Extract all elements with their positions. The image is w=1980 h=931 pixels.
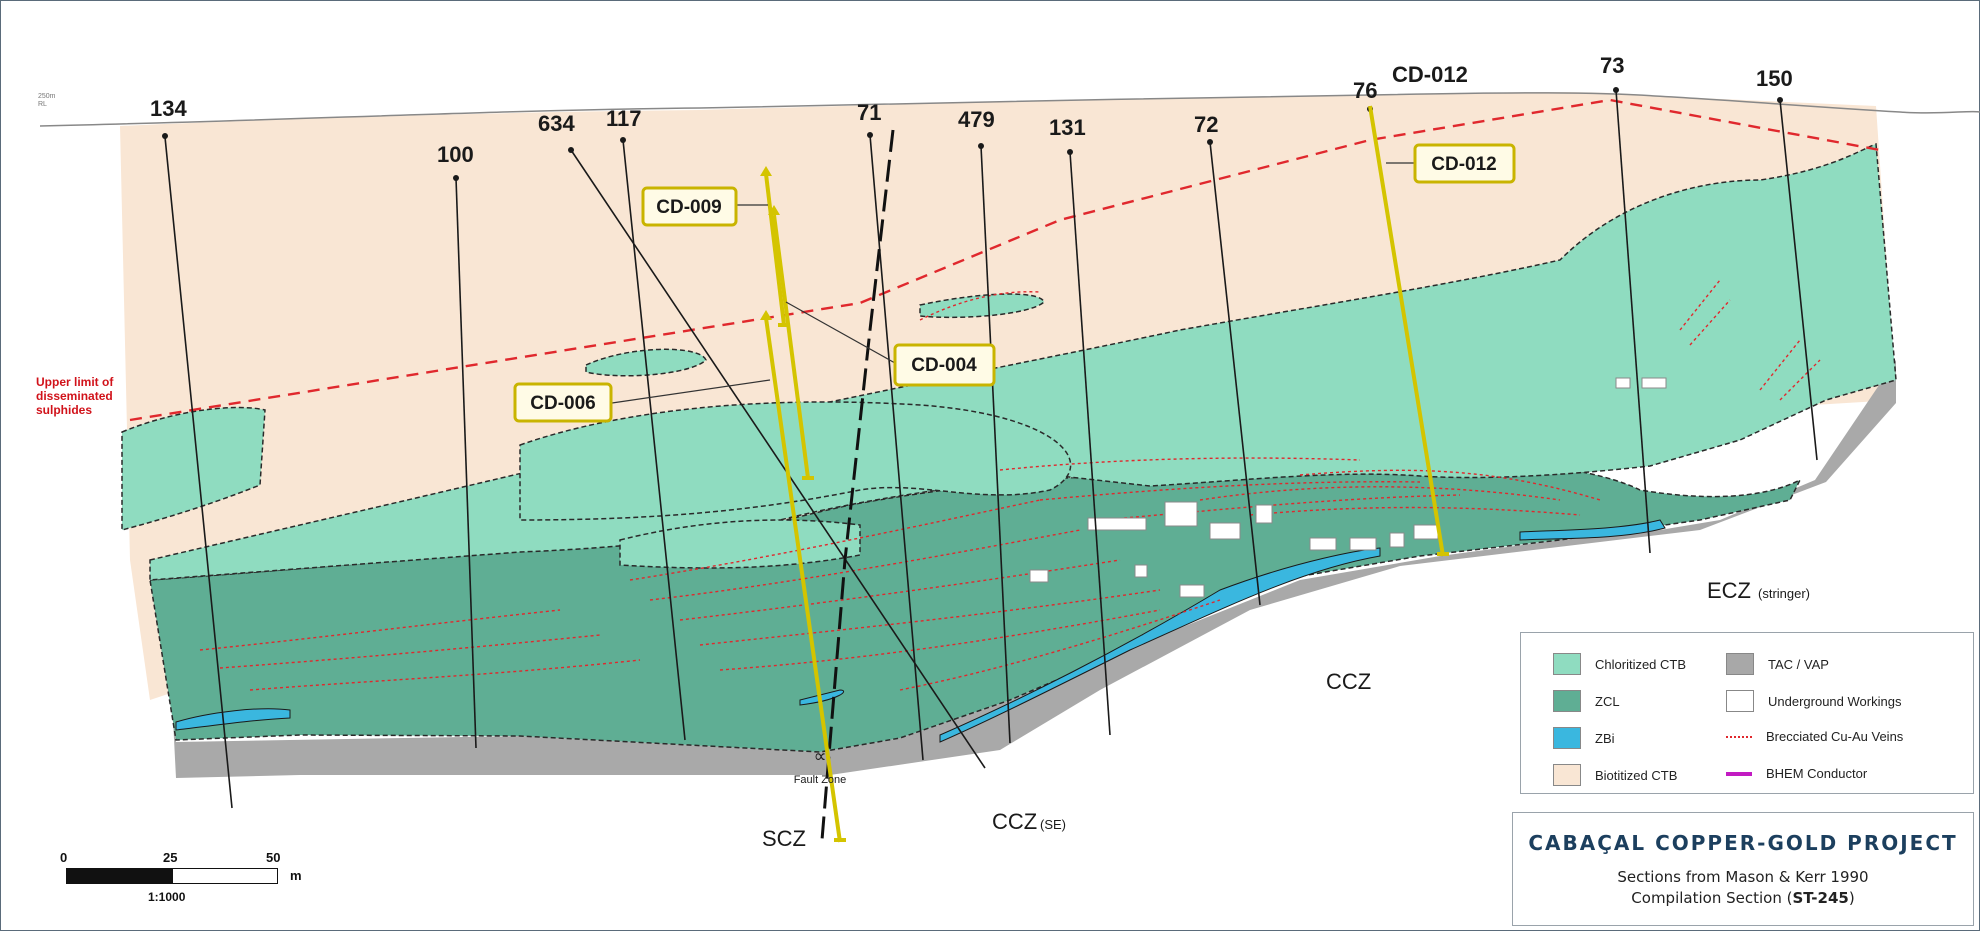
legend-swatch bbox=[1726, 653, 1754, 675]
fault-symbol: ∝ bbox=[814, 746, 827, 766]
legend-swatch bbox=[1553, 690, 1581, 712]
cd006-box: CD-006 bbox=[513, 382, 613, 423]
legend-label: Brecciated Cu-Au Veins bbox=[1766, 729, 1904, 744]
upper-limit-line bbox=[129, 98, 1881, 422]
zone-ccz: CCZ bbox=[1326, 669, 1371, 694]
legend-label: ZCL bbox=[1595, 693, 1620, 709]
elevation-label: 250m bbox=[38, 93, 56, 100]
legend-swatch bbox=[1553, 764, 1581, 786]
legend-label: Underground Workings bbox=[1768, 693, 1902, 709]
underground-workings bbox=[1029, 377, 1667, 598]
subtitle-suffix: ) bbox=[1848, 889, 1855, 907]
legend-label: Biotitized CTB bbox=[1595, 767, 1678, 783]
legend-chloritized-ctb: Chloritized CTB bbox=[1553, 653, 1686, 675]
chloritized-lens-small-2 bbox=[919, 293, 1045, 319]
upper-limit-text-3: sulphides bbox=[36, 403, 92, 417]
scale-bar-white bbox=[172, 868, 278, 884]
cd009-box: CD-009 bbox=[641, 186, 738, 227]
upper-limit-text-2: disseminated bbox=[36, 389, 113, 403]
hole-label-72: 72 bbox=[1194, 112, 1218, 137]
zone-ccz-se: CCZ bbox=[992, 809, 1037, 834]
legend-zcl: ZCL bbox=[1553, 690, 1620, 712]
fault-zone-label: Fault Zone bbox=[794, 774, 847, 786]
legend-biotitized-ctb: Biotitized CTB bbox=[1553, 764, 1677, 786]
zone-ccz-se-sub: (SE) bbox=[1040, 817, 1066, 832]
scale-label-50: 50 bbox=[266, 850, 281, 865]
hole-label-131: 131 bbox=[1049, 115, 1086, 140]
legend-line bbox=[1726, 735, 1752, 738]
cd012-box: CD-012 bbox=[1413, 143, 1516, 184]
zone-scz: SCZ bbox=[762, 826, 806, 851]
legend-swatch bbox=[1553, 727, 1581, 749]
zone-ecz-sub: (stringer) bbox=[1758, 586, 1810, 601]
svg-text:CD-012: CD-012 bbox=[1431, 154, 1496, 175]
cd-drill-traces bbox=[764, 105, 1445, 843]
hole-label-134: 134 bbox=[150, 96, 187, 121]
legend-label: ZBi bbox=[1595, 730, 1615, 746]
fault-line bbox=[820, 129, 895, 841]
brecciated-veins bbox=[199, 279, 1821, 691]
legend-zbi: ZBi bbox=[1553, 727, 1615, 749]
svg-text:CD-009: CD-009 bbox=[656, 197, 721, 218]
upper-limit-text-1: Upper limit of bbox=[36, 375, 114, 389]
legend: Chloritized CTB ZCL ZBi Biotitized CTB T… bbox=[1520, 632, 1974, 794]
legend-swatch bbox=[1553, 653, 1581, 675]
hole-label-76: 76 bbox=[1353, 78, 1377, 103]
hole-label-634: 634 bbox=[538, 111, 575, 136]
legend-label: BHEM Conductor bbox=[1766, 766, 1868, 781]
hole-label-71: 71 bbox=[857, 100, 881, 125]
legend-brecciated-veins: Brecciated Cu-Au Veins bbox=[1726, 729, 1903, 744]
zone-ecz: ECZ bbox=[1707, 578, 1751, 603]
legend-underground-workings: Underground Workings bbox=[1726, 690, 1901, 712]
collar-label-cd012: CD-012 bbox=[1392, 62, 1468, 87]
hole-label-73: 73 bbox=[1600, 53, 1624, 78]
project-title: CABAÇAL COPPER-GOLD PROJECT bbox=[1528, 831, 1958, 855]
legend-label: TAC / VAP bbox=[1768, 656, 1829, 672]
svg-text:CD-004: CD-004 bbox=[911, 355, 977, 376]
hole-label-100: 100 bbox=[437, 142, 474, 167]
hole-label-117: 117 bbox=[606, 106, 642, 131]
svg-text:CD-006: CD-006 bbox=[530, 393, 595, 414]
chloritized-lens-west bbox=[121, 406, 266, 531]
legend-swatch bbox=[1726, 690, 1754, 712]
cd004-box: CD-004 bbox=[893, 343, 996, 387]
hole-label-479: 479 bbox=[958, 107, 995, 132]
legend-bhem-conductor: BHEM Conductor bbox=[1726, 766, 1867, 781]
subtitle-prefix: Compilation Section ( bbox=[1631, 889, 1793, 907]
zbi-unit bbox=[175, 519, 1666, 743]
ground-surface bbox=[39, 92, 1980, 127]
legend-tac-vap: TAC / VAP bbox=[1726, 653, 1829, 675]
legend-line bbox=[1726, 771, 1752, 776]
subtitle-line-1: Sections from Mason & Kerr 1990 bbox=[1617, 868, 1869, 886]
chloritized-lens-center bbox=[519, 401, 1072, 521]
legend-label: Chloritized CTB bbox=[1595, 656, 1687, 672]
scale-label-25: 25 bbox=[163, 850, 178, 865]
title-block: CABAÇAL COPPER-GOLD PROJECT Sections fro… bbox=[1512, 812, 1974, 926]
scale-bar-black bbox=[66, 868, 172, 884]
scale-label-0: 0 bbox=[60, 850, 68, 865]
section-id: ST-245 bbox=[1792, 889, 1849, 907]
subtitle-line-2: Compilation Section (ST-245) bbox=[1513, 888, 1973, 909]
hole-label-150: 150 bbox=[1756, 66, 1793, 91]
scale-unit: m bbox=[290, 868, 302, 883]
elevation-ref: RL bbox=[38, 101, 47, 108]
scale-ratio: 1:1000 bbox=[148, 890, 186, 904]
